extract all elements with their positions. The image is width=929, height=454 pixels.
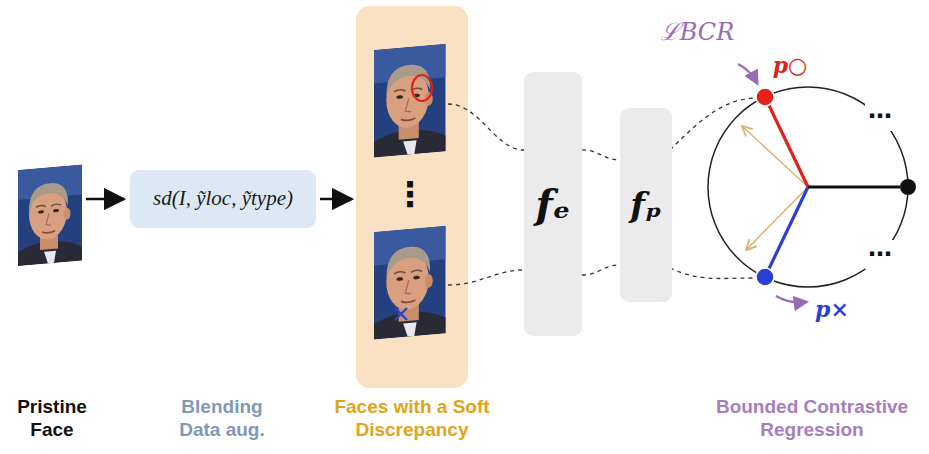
embedding-circle bbox=[708, 87, 908, 287]
loss-label: ℒBCR bbox=[660, 18, 735, 47]
stage-caption: Pristine Face bbox=[4, 396, 100, 442]
label-text: Pristine Face bbox=[17, 396, 87, 440]
flow-arrow bbox=[320, 198, 352, 201]
node-text: fₚ bbox=[630, 185, 662, 226]
anchor-vector bbox=[808, 185, 900, 188]
feature-connector bbox=[582, 150, 620, 160]
face-image bbox=[374, 226, 446, 340]
label-text: ⋯ bbox=[868, 102, 892, 130]
stage-caption: Faces with a Soft Discrepancy bbox=[327, 396, 497, 442]
label-text: Bounded Contrastive Regression bbox=[716, 396, 908, 440]
feature-line bbox=[448, 270, 524, 285]
anchor-vector bbox=[765, 187, 808, 277]
feature-line bbox=[670, 98, 754, 150]
point-label: p○ bbox=[773, 52, 808, 78]
anchor-dot bbox=[900, 179, 916, 195]
ellipsis: ⋮ bbox=[393, 174, 427, 215]
ellipsis: ⋯ bbox=[865, 240, 895, 269]
process-box: sd(I, ỹloc, ỹtype) bbox=[130, 170, 316, 228]
anchor-dot bbox=[756, 88, 774, 106]
label-text: p○ bbox=[773, 52, 808, 78]
label-text: Faces with a Soft Discrepancy bbox=[334, 396, 489, 440]
node-text: sd(I, ỹloc, ỹtype) bbox=[153, 186, 293, 211]
label-text: ⋮ bbox=[393, 174, 427, 214]
stage-caption: Blending Data aug. bbox=[162, 396, 282, 442]
label-text: ℒBCR bbox=[660, 18, 735, 46]
ellipsis: ⋯ bbox=[865, 102, 895, 131]
label-text: ⋯ bbox=[868, 240, 892, 268]
anchor-dot bbox=[756, 268, 774, 286]
label-text: Blending Data aug. bbox=[179, 396, 265, 440]
point-label: p× bbox=[815, 296, 849, 322]
flow-arrow bbox=[86, 198, 124, 201]
projector-box: fₚ bbox=[620, 108, 672, 302]
discrepancy-mark bbox=[412, 75, 432, 101]
label-text: p× bbox=[815, 296, 849, 322]
feature-connector bbox=[582, 265, 620, 275]
discrepancy-mark bbox=[395, 308, 407, 320]
feature-line bbox=[670, 268, 754, 279]
stage-caption: Bounded Contrastive Regression bbox=[706, 396, 918, 442]
face-image bbox=[374, 44, 446, 158]
loss-arrow bbox=[738, 64, 757, 83]
loss-arrow bbox=[776, 296, 806, 302]
sample-band bbox=[356, 6, 468, 388]
previous-vector bbox=[746, 187, 808, 250]
node-text: fₑ bbox=[536, 180, 571, 228]
face-image bbox=[18, 164, 82, 266]
previous-vector bbox=[742, 126, 808, 187]
feature-line bbox=[448, 104, 524, 150]
anchor-vector bbox=[765, 97, 808, 187]
encoder-box: fₑ bbox=[524, 72, 582, 336]
